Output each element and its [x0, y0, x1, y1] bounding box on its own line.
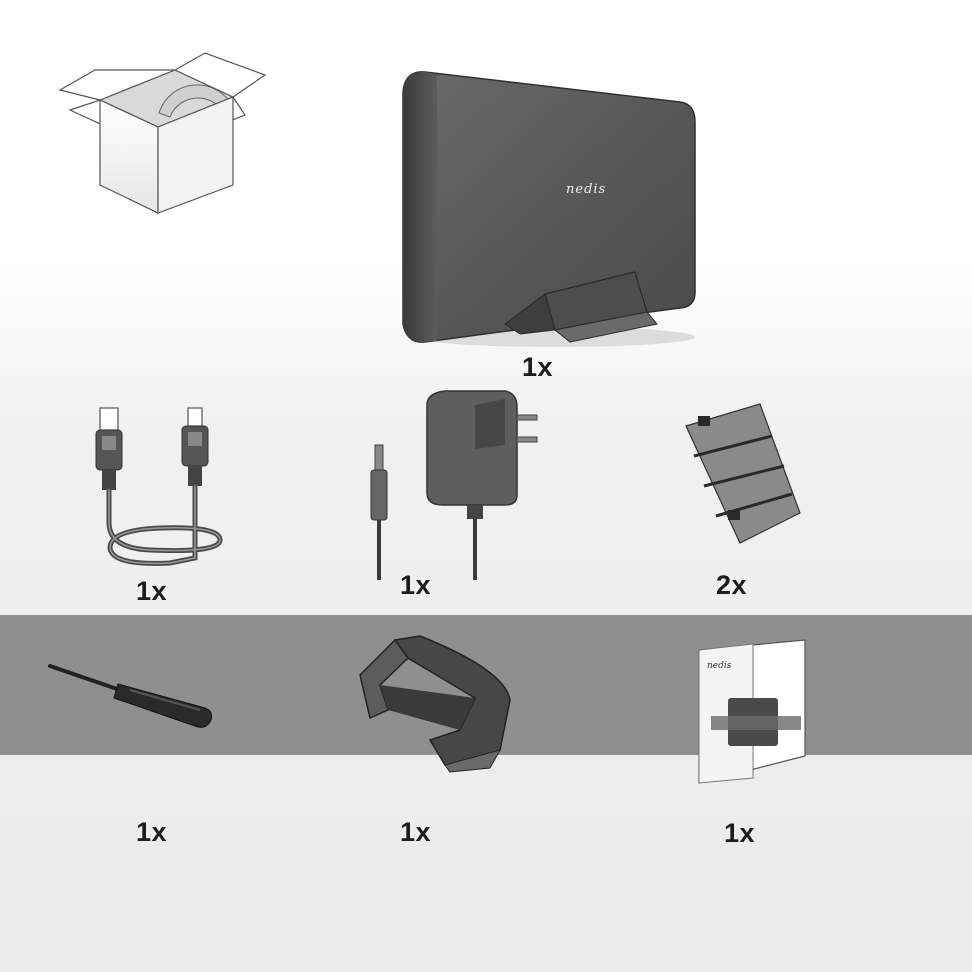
enclosure-image — [395, 62, 700, 352]
stand-icon — [350, 630, 525, 775]
qty-screwdriver: 1x — [136, 817, 167, 848]
screwdriver-icon — [40, 650, 230, 740]
manual-icon: nedis — [693, 638, 809, 788]
qty-power-adapter: 1x — [400, 570, 431, 601]
qty-rails: 2x — [716, 570, 747, 601]
qty-manual: 1x — [724, 818, 755, 849]
rails-icon — [680, 398, 810, 548]
power-adapter-icon — [355, 385, 555, 585]
svg-text:nedis: nedis — [707, 661, 732, 671]
qty-enclosure: 1x — [522, 352, 553, 383]
box-icon — [55, 45, 275, 225]
qty-stand: 1x — [400, 817, 431, 848]
qty-usb-cable: 1x — [136, 576, 167, 607]
brand-logo: nedis — [566, 182, 606, 197]
usb-cable-icon — [80, 398, 240, 573]
